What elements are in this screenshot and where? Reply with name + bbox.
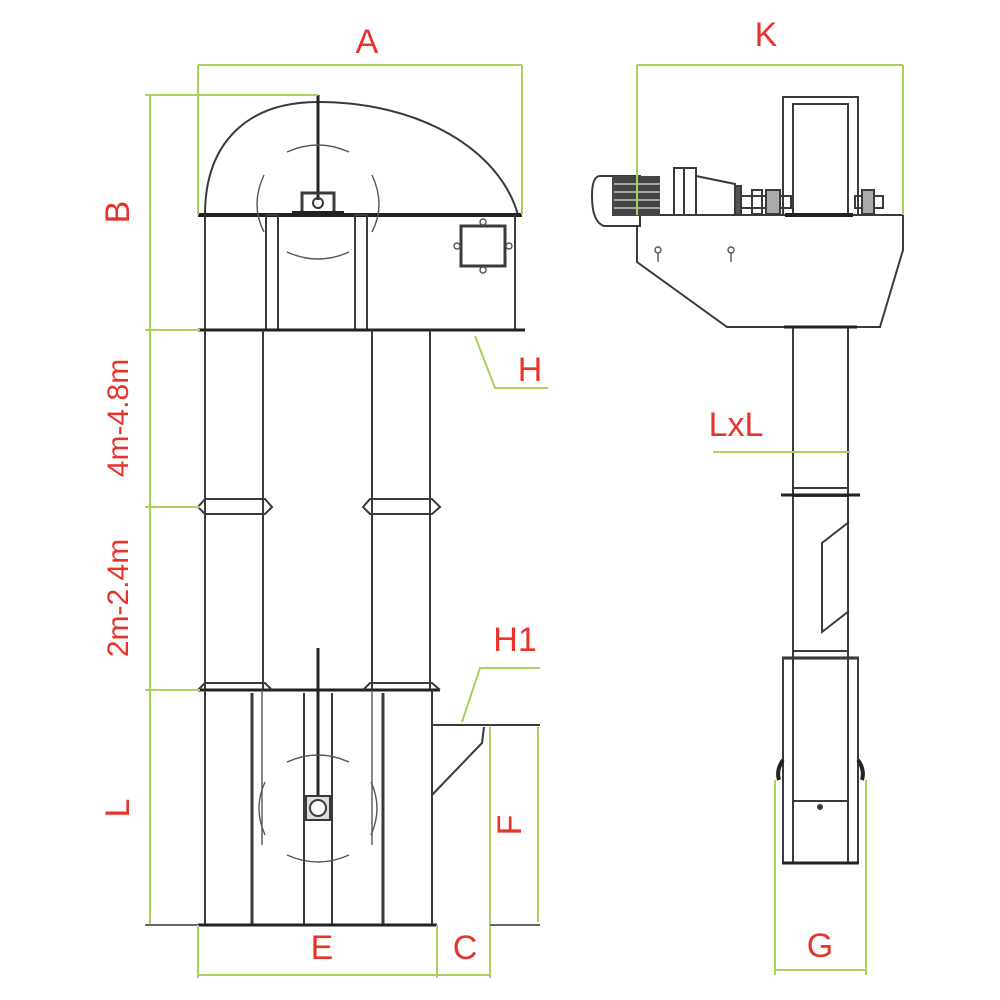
inlet-chute — [431, 724, 540, 796]
dimension-label-e: E — [311, 929, 334, 967]
side-head-housing — [636, 214, 904, 328]
gearbox-icon — [673, 167, 742, 216]
bolt-icons — [654, 246, 735, 262]
side-head-outer — [782, 96, 859, 216]
dimension-label-k: K — [755, 16, 778, 54]
boot-section — [204, 690, 433, 925]
shaft-coupling-icon — [740, 189, 884, 215]
dimension-label-upper-leg: 4m-4.8m — [102, 359, 135, 477]
inspection-box-icon — [453, 218, 513, 274]
side-view — [590, 96, 904, 865]
dimension-label-h: H — [518, 351, 543, 389]
dimension-label-b: B — [99, 201, 137, 224]
dimension-label-a: A — [356, 23, 379, 61]
dimension-label-l: L — [99, 799, 137, 818]
elevator-legs — [204, 330, 431, 690]
dimension-label-f: F — [491, 815, 529, 836]
front-dimensions — [145, 64, 548, 978]
dimension-label-c: C — [453, 929, 478, 967]
head-bearing-icon — [292, 191, 344, 215]
side-head-inner — [792, 103, 849, 216]
dimension-label-lxl: LxL — [709, 406, 764, 444]
side-column — [781, 325, 860, 690]
side-boot — [776, 656, 865, 865]
boot-pulley-arcs — [258, 754, 378, 863]
head-hood — [204, 100, 519, 216]
boot-bearing-icon — [305, 795, 331, 821]
head-column-right — [354, 214, 368, 331]
dimension-label-g: G — [807, 927, 833, 965]
side-dimensions — [636, 64, 904, 975]
head-pulley-arcs — [256, 144, 380, 260]
head-column-left — [265, 214, 279, 331]
dimension-label-h1: H1 — [493, 621, 536, 659]
front-view — [196, 95, 540, 927]
drive-motor-icon — [590, 175, 660, 227]
inspection-door — [821, 521, 850, 635]
dimension-label-lower-leg: 2m-2.4m — [102, 539, 135, 657]
